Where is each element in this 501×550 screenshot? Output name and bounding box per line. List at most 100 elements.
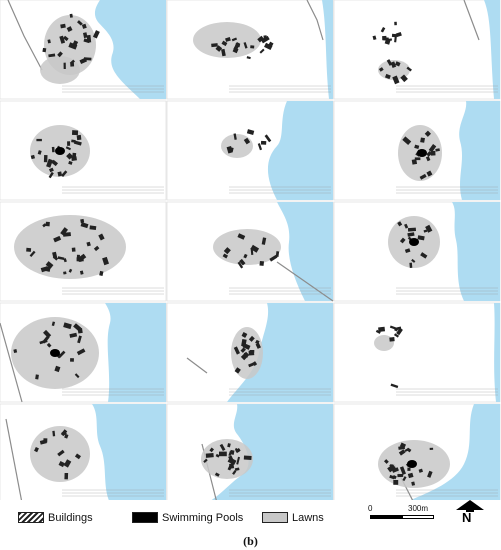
building-mark (26, 247, 32, 252)
building-mark (269, 254, 278, 262)
building-mark (57, 171, 63, 177)
building-mark (402, 136, 412, 146)
building-mark (382, 35, 387, 41)
building-mark (430, 150, 436, 156)
water-body (277, 202, 333, 301)
lawn-area (374, 335, 394, 351)
building-mark (418, 468, 423, 473)
map-tile (166, 302, 334, 403)
scale-bar-black (370, 515, 402, 519)
north-arrow (456, 500, 484, 512)
road-line (0, 322, 23, 403)
building-mark (221, 40, 228, 47)
building-mark (35, 374, 39, 380)
building-mark (82, 32, 88, 39)
building-mark (60, 227, 69, 236)
scale-bar-white (402, 515, 434, 519)
building-mark (225, 37, 231, 42)
building-mark (386, 59, 393, 66)
building-mark (411, 481, 416, 486)
building-mark (60, 23, 66, 29)
pools-swatch (132, 512, 158, 523)
building-mark (234, 467, 240, 471)
building-mark (396, 327, 403, 336)
map-tile (0, 302, 167, 403)
building-mark (81, 23, 87, 29)
building-mark (427, 470, 433, 478)
building-mark (72, 40, 79, 47)
building-mark (36, 138, 42, 142)
building-mark (392, 474, 397, 480)
building-mark (407, 467, 411, 471)
building-mark (29, 250, 36, 258)
building-mark (250, 247, 254, 255)
building-mark (37, 150, 42, 155)
building-mark (76, 348, 86, 356)
building-mark (63, 35, 69, 42)
building-mark (63, 258, 67, 263)
building-mark (61, 170, 68, 177)
building-mark (397, 221, 403, 227)
building-mark (203, 458, 208, 463)
building-mark (250, 45, 255, 49)
building-mark (407, 232, 415, 237)
building-mark (227, 443, 231, 448)
building-mark (64, 472, 69, 480)
map-tile (333, 302, 501, 403)
building-mark (393, 333, 400, 338)
building-mark (99, 270, 104, 277)
map-tile (166, 0, 334, 100)
building-mark (248, 350, 255, 356)
building-mark (372, 35, 377, 41)
building-mark (232, 470, 237, 475)
building-mark (51, 321, 56, 327)
building-mark (393, 480, 399, 485)
building-mark (42, 47, 47, 53)
road-line (276, 261, 334, 302)
figure-caption: (b) (0, 534, 501, 549)
building-mark (62, 232, 71, 237)
map-tile (333, 403, 501, 500)
buildings-label: Buildings (48, 512, 93, 524)
map-panel-grid (0, 0, 501, 500)
building-mark (425, 224, 433, 233)
building-mark (384, 39, 391, 45)
building-mark (51, 159, 59, 167)
building-mark (407, 472, 414, 479)
building-mark (406, 66, 412, 72)
building-mark (43, 155, 48, 163)
map-tile (0, 403, 167, 500)
building-mark (74, 453, 81, 460)
building-mark (259, 261, 265, 266)
lawn-area (201, 439, 253, 479)
scale-start-label: 0 (368, 504, 373, 513)
water-body (105, 303, 166, 402)
building-mark (261, 237, 267, 245)
building-mark (219, 443, 226, 452)
lawn-area (221, 134, 253, 158)
road-line (7, 0, 43, 71)
building-mark (260, 140, 267, 145)
building-mark (248, 335, 255, 342)
building-mark (63, 322, 72, 330)
building-mark (404, 248, 411, 254)
building-mark (234, 367, 241, 374)
north-label: N (462, 510, 472, 525)
building-mark (390, 61, 397, 68)
building-mark (236, 456, 240, 465)
road-line (186, 357, 208, 374)
building-mark (68, 42, 78, 50)
building-mark (243, 253, 248, 259)
building-mark (77, 20, 83, 26)
building-mark (73, 140, 82, 146)
building-mark (80, 218, 85, 224)
building-mark (51, 146, 55, 153)
building-mark (246, 56, 251, 60)
building-mark (264, 42, 273, 50)
building-mark (68, 160, 73, 165)
building-mark (378, 67, 384, 72)
building-mark (435, 148, 440, 152)
building-mark (390, 383, 399, 389)
building-mark (59, 35, 66, 44)
building-mark (402, 476, 407, 482)
